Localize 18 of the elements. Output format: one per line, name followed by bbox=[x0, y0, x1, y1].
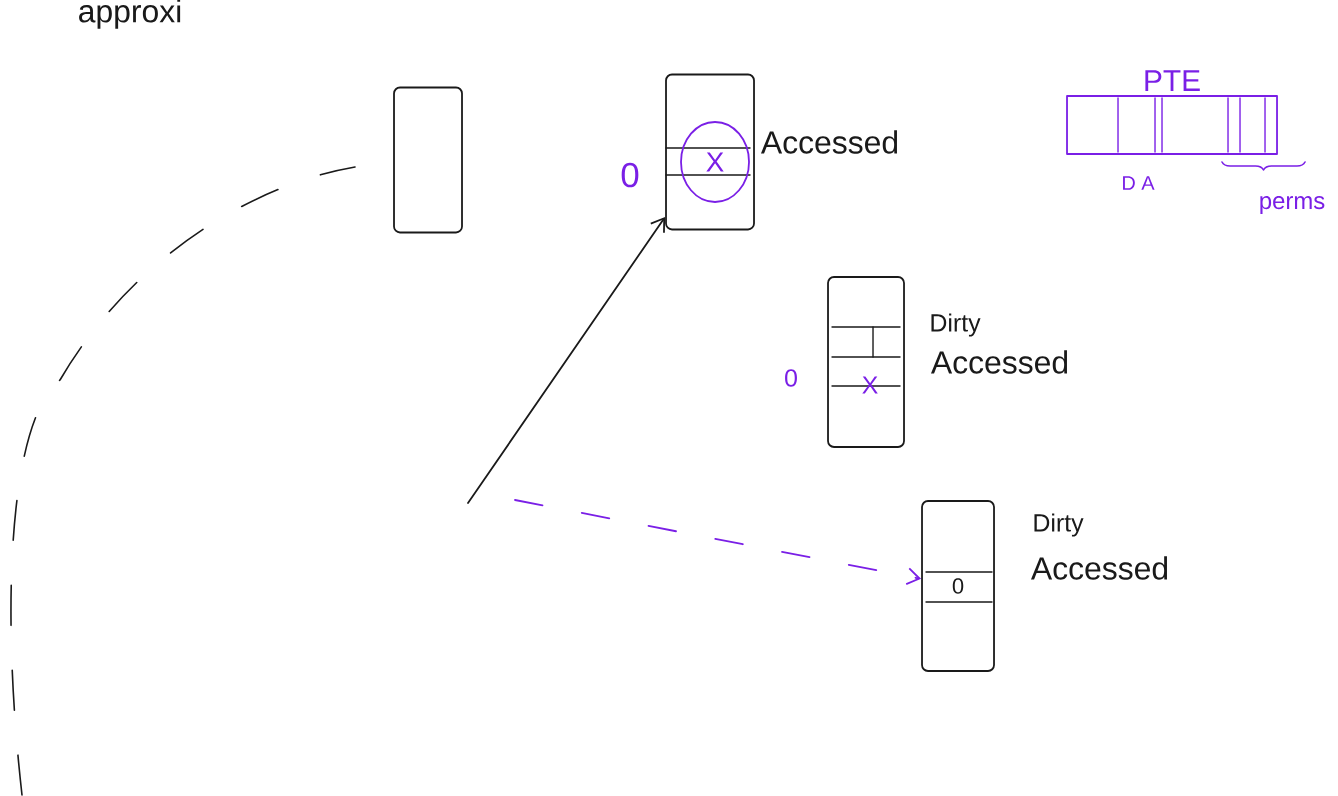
side-label: perms bbox=[1260, 196, 1325, 214]
side-label: Dirty bbox=[931, 313, 981, 337]
side-label: Accessed bbox=[930, 350, 1068, 374]
cut-off-text: approxi bbox=[79, 0, 181, 29]
side-label: Accessed bbox=[760, 130, 898, 154]
side-label: D A bbox=[1123, 176, 1155, 190]
page-box bbox=[827, 276, 905, 448]
page-box: 0 bbox=[921, 500, 995, 672]
arrow bbox=[467, 216, 666, 504]
page-box bbox=[393, 86, 463, 234]
value-label: 0 bbox=[785, 369, 797, 387]
cross-mark: X bbox=[706, 152, 724, 172]
side-label: Accessed bbox=[1030, 556, 1168, 580]
bit-field-bar: PTE bbox=[1066, 70, 1278, 155]
node-label: PTE bbox=[1145, 70, 1200, 91]
side-label: Dirty bbox=[1034, 513, 1084, 537]
page-box bbox=[665, 73, 755, 231]
arrow bbox=[514, 499, 922, 585]
